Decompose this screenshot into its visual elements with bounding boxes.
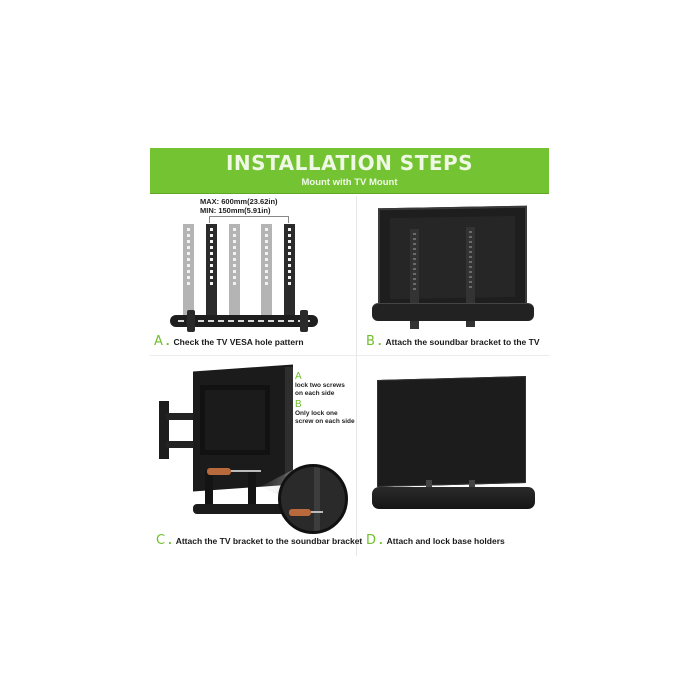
banner-title: INSTALLATION STEPS [225, 151, 474, 175]
clamp-icon [187, 310, 195, 332]
step-letter: C [156, 533, 166, 548]
screwdriver-shaft-icon [311, 511, 323, 513]
step-text: Attach and lock base holders [386, 536, 505, 546]
bracket-strip-icon [261, 224, 272, 316]
step-letter: D [366, 533, 377, 548]
horizontal-divider [150, 355, 550, 356]
dimension-bracket-line [209, 216, 289, 223]
note-letter: A [295, 371, 302, 382]
soundbar-bracket-icon [193, 504, 313, 514]
clamp-icon [300, 310, 308, 332]
mount-arm-icon [166, 413, 206, 420]
mount-arm-icon [166, 441, 206, 448]
step-text: Check the TV VESA hole pattern [173, 337, 304, 347]
note-a: A lock two screws on each side [295, 371, 345, 398]
vesa-min: MIN: 150mm(5.91in) [200, 206, 271, 215]
screwdriver-icon [289, 509, 311, 516]
soundbar-icon [372, 303, 534, 321]
bracket-strip-icon [183, 224, 194, 316]
vertical-bracket-icon [248, 470, 256, 510]
step-d-caption: D.Attach and lock base holders [366, 532, 505, 548]
mount-frame-icon [200, 385, 270, 455]
base-holder-icon [426, 480, 432, 492]
bracket-post-icon [314, 467, 320, 531]
note-text: Only lock one [295, 410, 338, 417]
step-c-caption: C.Attach the TV bracket to the soundbar … [156, 532, 363, 548]
wall-plate-icon [159, 401, 169, 459]
vertical-bracket-icon [205, 470, 213, 510]
note-text: screw on each side [295, 418, 355, 425]
bracket-strip-icon [284, 224, 295, 316]
vertical-bracket-icon [410, 229, 419, 329]
bracket-strip-icon [206, 224, 217, 316]
note-text: on each side [295, 390, 335, 397]
note-text: lock two screws [295, 382, 345, 389]
step-text: Attach the TV bracket to the soundbar br… [175, 536, 363, 546]
screwdriver-icon [207, 468, 231, 475]
soundbar-bracket-bar-icon [170, 315, 318, 327]
step-text: Attach the soundbar bracket to the TV [385, 337, 540, 347]
note-b: B Only lock one screw on each side [295, 399, 355, 426]
tv-back-icon [378, 205, 527, 310]
step-b-caption: B.Attach the soundbar bracket to the TV [366, 333, 540, 349]
tv-front-icon [377, 376, 526, 487]
step-letter: A [154, 334, 163, 349]
vesa-dimensions: MAX: 600mm(23.62in) MIN: 150mm(5.91in) [200, 197, 278, 215]
bracket-strip-icon [229, 224, 240, 316]
base-holder-icon [469, 480, 475, 492]
step-letter: B [366, 334, 375, 349]
installation-banner: INSTALLATION STEPS Mount with TV Mount [150, 148, 549, 194]
tv-edge-icon [285, 367, 293, 477]
vertical-bracket-icon [466, 227, 475, 327]
vertical-divider [356, 196, 357, 556]
magnifier-detail-icon [278, 464, 348, 534]
vesa-max: MAX: 600mm(23.62in) [200, 197, 278, 206]
soundbar-icon [372, 487, 535, 509]
step-a-caption: A.Check the TV VESA hole pattern [154, 333, 304, 349]
screwdriver-shaft-icon [231, 470, 261, 472]
note-letter: B [295, 399, 302, 410]
banner-subtitle: Mount with TV Mount [301, 177, 398, 188]
